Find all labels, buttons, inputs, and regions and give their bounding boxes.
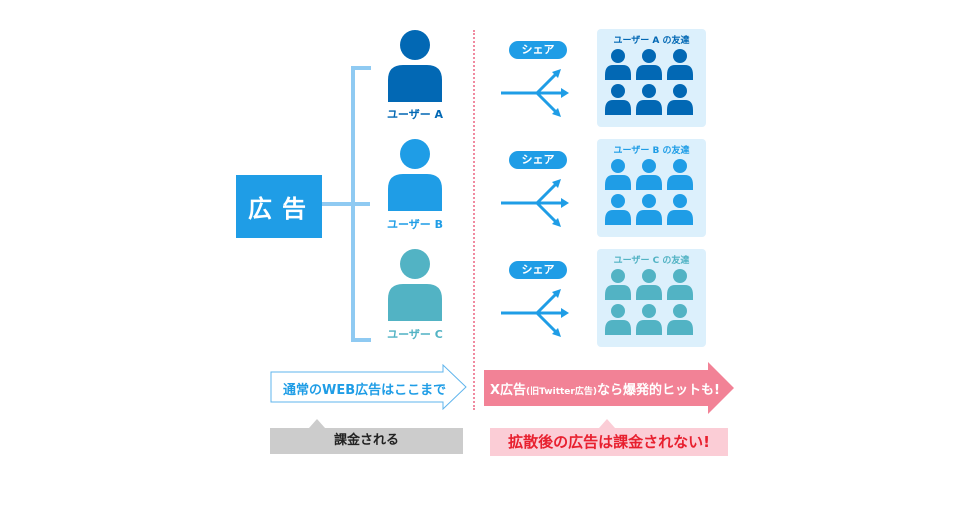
bracket-top xyxy=(351,66,371,70)
gray-bubble-tip xyxy=(309,419,325,428)
friend-person-icon xyxy=(605,269,631,300)
friends-group-icon xyxy=(605,49,693,115)
friends-group-icon xyxy=(605,159,693,225)
friend-person-icon xyxy=(605,159,631,190)
friend-person-icon xyxy=(667,269,693,300)
x-ad-arrow xyxy=(484,362,734,414)
friend-person-icon xyxy=(667,194,693,225)
x-ad-note: (旧Twitter広告) xyxy=(526,387,597,397)
friend-person-icon xyxy=(667,84,693,115)
friend-person-icon xyxy=(605,304,631,335)
share-badge: シェア xyxy=(509,151,567,169)
web-ad-arrow xyxy=(270,364,467,410)
charged-bubble: 課金される xyxy=(270,428,463,454)
not-charged-bubble: 拡散後の広告は課金されない! xyxy=(490,428,728,456)
user-a-label: ユーザー A xyxy=(386,108,444,121)
user-b-icon xyxy=(386,139,444,211)
share-arrows-icon xyxy=(501,289,569,337)
friends-box-b: ユーザー B の友達 xyxy=(597,139,706,237)
x-ad-main: X広告 xyxy=(490,383,527,398)
friend-person-icon xyxy=(667,159,693,190)
user-b-label: ユーザー B xyxy=(387,218,443,231)
dotted-divider xyxy=(473,30,475,410)
friends-title: ユーザー B の友達 xyxy=(613,146,690,156)
share-arrows-icon xyxy=(501,69,569,117)
connector-line xyxy=(322,202,370,206)
user-c-icon xyxy=(386,249,444,321)
user-a-icon xyxy=(386,30,444,102)
x-ad-tail: なら爆発的ヒットも! xyxy=(596,383,720,398)
friends-title: ユーザー C の友達 xyxy=(613,256,690,266)
friend-person-icon xyxy=(636,159,662,190)
friend-person-icon xyxy=(636,84,662,115)
x-ad-arrow-label: X広告(旧Twitter広告)なら爆発的ヒットも! xyxy=(490,379,720,398)
friends-box-a: ユーザー A の友達 xyxy=(597,29,706,127)
friend-person-icon xyxy=(667,49,693,80)
ad-label: 広告 xyxy=(248,195,316,223)
share-badge: シェア xyxy=(509,41,567,59)
friend-person-icon xyxy=(636,304,662,335)
ad-box: 広告 xyxy=(236,175,322,238)
friend-person-icon xyxy=(605,84,631,115)
user-c-label: ユーザー C xyxy=(387,328,443,341)
friend-person-icon xyxy=(605,194,631,225)
friends-group-icon xyxy=(605,269,693,335)
friends-title: ユーザー A の友達 xyxy=(613,36,690,46)
share-arrows-icon xyxy=(501,179,569,227)
pink-bubble-tip xyxy=(599,419,615,428)
bracket-line xyxy=(351,66,355,342)
friends-box-c: ユーザー C の友達 xyxy=(597,249,706,347)
share-badge: シェア xyxy=(509,261,567,279)
friend-person-icon xyxy=(636,194,662,225)
friend-person-icon xyxy=(636,269,662,300)
friend-person-icon xyxy=(636,49,662,80)
friend-person-icon xyxy=(667,304,693,335)
bracket-bottom xyxy=(351,338,371,342)
friend-person-icon xyxy=(605,49,631,80)
web-ad-arrow-label: 通常のWEB広告はここまで xyxy=(283,383,447,398)
